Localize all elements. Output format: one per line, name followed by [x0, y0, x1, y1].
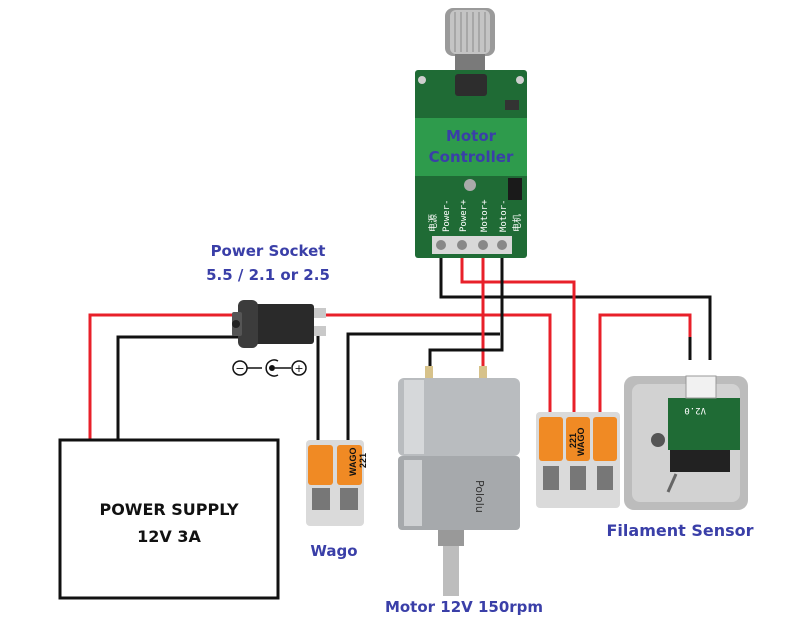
sensor-connector: [685, 375, 717, 399]
wago-right-lever-2: [566, 417, 590, 461]
wago-right-lever-1: [539, 417, 563, 461]
filament-sensor: V2.0 Filament Sensor: [607, 375, 754, 540]
motor-body: [398, 378, 520, 456]
wire-socket-positive: [325, 313, 552, 418]
wago-left: WAGO 221 Wago: [306, 440, 368, 560]
socket-pin-bottom: [314, 326, 326, 336]
socket-pin-top: [314, 308, 326, 318]
wire-psu-positive: [88, 313, 245, 440]
wire-psu-negative: [116, 335, 255, 440]
wago-right-brand: WAGO: [576, 428, 586, 457]
socket-nut: [238, 300, 258, 348]
wire-wago-to-controller: [346, 332, 500, 447]
power-socket-label-1: Power Socket: [211, 242, 326, 260]
wago-right-lever-3: [593, 417, 617, 461]
wire-ctrl-motor-minus: [428, 258, 504, 375]
sensor-switch: [670, 450, 730, 472]
wago-left-lever-1: [308, 445, 333, 485]
wago-left-model: 221: [358, 453, 368, 468]
motor-controller-label-1: Motor: [446, 127, 497, 145]
pot-base: [455, 74, 487, 96]
controller-terminal: [432, 236, 512, 254]
pin-label-power-minus: Power-: [442, 199, 452, 232]
sensor-hole: [651, 433, 665, 447]
motor-gearbox: [398, 456, 520, 530]
motor: Pololu Motor 12V 150rpm: [385, 366, 543, 616]
wago-label: Wago: [310, 542, 357, 560]
socket-body: [252, 304, 314, 344]
wago-left-lever-2: [337, 445, 362, 485]
controller-label-band: [415, 118, 527, 176]
pin-label-chinese-power: 电源: [427, 214, 439, 232]
sensor-pcb: [668, 398, 740, 450]
socket-hole: [232, 320, 240, 328]
polarity-symbol: − +: [232, 359, 307, 377]
wago-right-model: 221: [568, 433, 578, 448]
motor-shaft: [443, 546, 459, 596]
power-supply: POWER SUPPLY 12V 3A: [58, 438, 280, 600]
wago-right: WAGO 221: [536, 412, 620, 508]
motor-controller: Motor Controller 电源 Power- Power+ Motor+…: [415, 8, 527, 258]
power-supply-box: [58, 438, 280, 600]
pin-label-motor-plus: Motor+: [480, 199, 490, 232]
polarity-plus: +: [294, 362, 303, 375]
pin-label-motor-minus: Motor-: [499, 199, 509, 232]
wires: [88, 258, 712, 447]
pin-label-power-plus: Power+: [459, 199, 469, 232]
motor-label: Motor 12V 150rpm: [385, 598, 543, 616]
wire-ctrl-power-plus: [460, 258, 576, 418]
pin-label-chinese-motor: 电机: [511, 214, 523, 232]
motor-controller-label-2: Controller: [429, 148, 514, 166]
power-supply-label-1: POWER SUPPLY: [99, 500, 238, 519]
controller-screw: [464, 179, 476, 191]
power-socket: Power Socket 5.5 / 2.1 or 2.5 − +: [206, 242, 330, 377]
polarity-minus: −: [235, 362, 244, 375]
wago-left-brand: WAGO: [348, 448, 358, 477]
sensor-version: V2.0: [684, 405, 706, 415]
power-socket-label-2: 5.5 / 2.1 or 2.5: [206, 266, 330, 284]
filament-sensor-label: Filament Sensor: [607, 521, 754, 540]
power-supply-label-2: 12V 3A: [137, 527, 201, 546]
motor-brand-mark: Pololu: [473, 480, 486, 513]
